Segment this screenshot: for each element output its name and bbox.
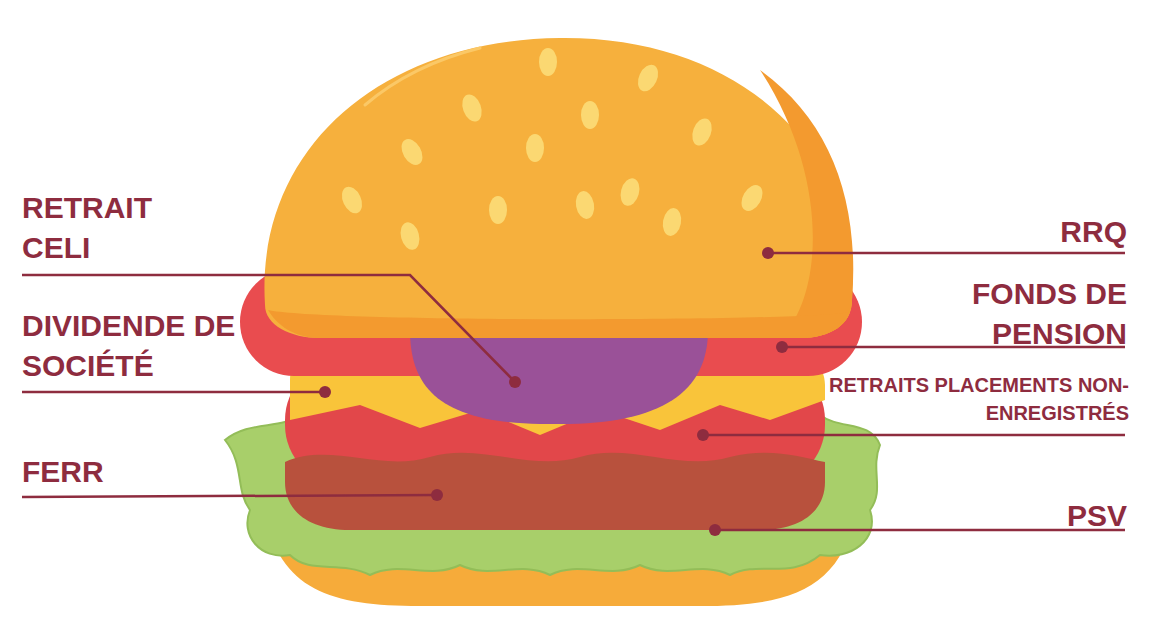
sesame-seed [539,48,557,76]
sesame-seeds [338,48,767,252]
sesame-seed [459,92,485,124]
leader-dot [709,524,721,536]
leader-dot [509,376,521,388]
bun-highlight [365,48,480,105]
leader-dot [697,429,709,441]
leader-dot [319,386,331,398]
sesame-seed [489,196,507,224]
callout-label: PSV [927,496,1127,536]
sesame-seed [661,207,684,238]
top-bun-shade [760,70,853,338]
sesame-seed [397,135,427,168]
callout-label: RETRAITS PLACEMENTS NON-ENREGISTRÉS [824,371,1129,427]
callout-label: DIVIDENDE DE SOCIÉTÉ [22,306,237,386]
sesame-seed [618,176,643,208]
callout-label: RRQ [927,212,1127,252]
leader-dot [776,341,788,353]
leader-line [768,252,1125,255]
callout-label: FERR [22,452,222,492]
patty [285,453,825,530]
leader-line [715,529,1125,532]
top-bun [264,38,852,338]
onion-slice [410,330,708,424]
leader-dot [431,489,443,501]
leader-dots [319,247,788,536]
sesame-seed [689,116,715,148]
top-bun-rim [268,310,850,338]
callout-label: FONDS DE PENSION [942,274,1127,354]
sesame-seed [634,62,662,95]
sesame-seed [574,190,597,221]
callout-label: RETRAIT CELI [22,188,222,268]
sesame-seed [526,134,544,162]
sesame-seed [737,181,767,214]
sesame-seed [338,184,366,217]
leader-line [22,391,325,394]
leader-dot [762,247,774,259]
sesame-seed [581,101,599,129]
leader-line [22,495,437,497]
leader-line [703,434,1125,437]
sesame-seed [398,220,423,252]
